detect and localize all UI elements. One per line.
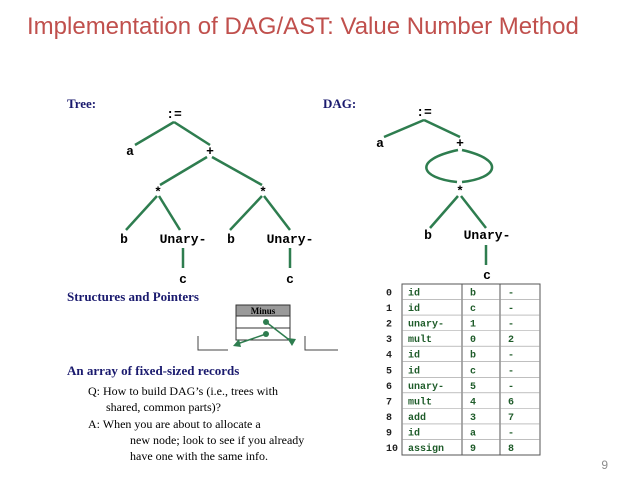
- table-cell-arg1: b: [470, 288, 476, 300]
- table-cell-index: 9: [386, 428, 392, 439]
- answer-line-3: have one with the same info.: [130, 449, 268, 463]
- structures-section: Structures and Pointers Minus: [67, 289, 338, 351]
- table-cell-arg2: -: [508, 428, 514, 439]
- tree-node-b-left: b: [120, 232, 128, 247]
- table-cell-index: 6: [386, 382, 392, 393]
- record-brackets: [197, 336, 338, 351]
- tree-node-c-right: c: [286, 272, 294, 287]
- pointer-arrows: [233, 321, 296, 347]
- dag-node-unary: Unary-: [464, 228, 511, 243]
- table-cell-op: unary-: [408, 320, 444, 331]
- tree-node-unary-left: Unary-: [160, 232, 207, 247]
- table-row: 2 unary- 1 -: [386, 314, 540, 331]
- tree-node-star-right: *: [259, 185, 267, 200]
- table-cell-arg1: 0: [470, 335, 476, 346]
- table-row: 4 id b -: [386, 345, 540, 362]
- dag-label: DAG:: [323, 96, 356, 111]
- table-cell-index: 10: [386, 444, 398, 455]
- table-cell-op: id: [408, 365, 420, 377]
- table-cell-arg2: 2: [508, 335, 514, 346]
- table-cell-index: 7: [386, 397, 392, 408]
- dag-node-plus: +: [456, 136, 464, 151]
- dag-root-node: :=: [416, 105, 432, 120]
- table-cell-op: mult: [408, 396, 432, 408]
- dag-node-a: a: [376, 136, 384, 151]
- array-section: An array of fixed-sized records Q: How t…: [67, 363, 304, 463]
- array-heading: An array of fixed-sized records: [67, 363, 239, 378]
- tree-root-node: :=: [166, 107, 182, 122]
- tree-node-unary-right: Unary-: [267, 232, 314, 247]
- table-row: 1 id c -: [386, 299, 540, 315]
- table-row: 0 id b -: [386, 288, 514, 300]
- table-row: 8 add 3 7: [386, 408, 540, 424]
- table-rows: 0 id b - 1 id c - 2 unary- 1 - 3 mult 0 2 4 id b - 5 id c - 6 una…: [386, 288, 540, 455]
- slide-title: Implementation of DAG/AST: Value Number …: [27, 13, 579, 40]
- tree-edges: [125, 120, 292, 268]
- table-cell-arg1: c: [470, 366, 476, 377]
- table-cell-op: id: [408, 303, 420, 315]
- table-row: 6 unary- 5 -: [386, 376, 540, 393]
- table-cell-op: add: [408, 412, 426, 424]
- table-cell-arg2: -: [508, 289, 514, 300]
- table-cell-arg2: -: [508, 320, 514, 331]
- answer-line-2: new node; look to see if you already: [130, 433, 304, 447]
- table-cell-arg1: b: [470, 350, 476, 362]
- record-box: Minus: [235, 304, 291, 341]
- table-row: 5 id c -: [386, 361, 540, 377]
- tree-node-a: a: [126, 144, 134, 159]
- table-cell-index: 4: [386, 351, 392, 362]
- value-number-table: 0 id b - 1 id c - 2 unary- 1 - 3 mult 0 2 4 id b - 5 id c - 6 una…: [386, 283, 541, 456]
- table-cell-index: 3: [386, 335, 392, 346]
- table-cell-arg1: c: [470, 304, 476, 315]
- table-cell-arg1: 5: [470, 382, 476, 393]
- table-cell-arg1: 3: [470, 413, 476, 424]
- table-cell-op: id: [408, 427, 420, 439]
- dag-node-b: b: [424, 228, 432, 243]
- table-row: 3 mult 0 2: [386, 330, 540, 346]
- table-row: 9 id a -: [386, 423, 540, 439]
- table-cell-index: 0: [386, 289, 392, 300]
- answer-line-1: A: When you are about to allocate a: [88, 417, 261, 431]
- dag-node-star: *: [456, 184, 464, 199]
- table-cell-arg2: 6: [508, 397, 514, 408]
- dag-node-c: c: [483, 268, 491, 283]
- dag-edges: [383, 118, 494, 265]
- table-cell-arg2: 8: [508, 444, 514, 455]
- table-grid: [401, 283, 541, 456]
- table-row: 10 assign 9 8: [386, 439, 540, 455]
- structures-heading: Structures and Pointers: [67, 289, 199, 304]
- table-cell-arg2: 7: [508, 413, 514, 424]
- question-line-1: Q: How to build DAG’s (i.e., trees with: [88, 384, 278, 398]
- table-row: 7 mult 4 6: [386, 392, 540, 408]
- table-cell-index: 8: [386, 413, 392, 424]
- table-cell-index: 5: [386, 366, 392, 377]
- table-cell-arg1: 9: [470, 444, 476, 455]
- tree-node-star-left: *: [154, 185, 162, 200]
- table-cell-index: 2: [386, 320, 392, 331]
- tree-label: Tree:: [67, 96, 96, 111]
- table-cell-arg2: -: [508, 382, 514, 393]
- table-cell-op: unary-: [408, 382, 444, 393]
- table-cell-arg1: 4: [470, 397, 476, 408]
- question-line-2: shared, common parts)?: [106, 400, 221, 414]
- table-cell-arg2: -: [508, 366, 514, 377]
- table-cell-index: 1: [386, 304, 392, 315]
- tree-node-c-left: c: [179, 272, 187, 287]
- tree-node-b-right: b: [227, 232, 235, 247]
- table-cell-arg2: -: [508, 351, 514, 362]
- tree-node-plus: +: [206, 144, 214, 159]
- table-cell-op: assign: [408, 443, 444, 455]
- page-number: 9: [601, 458, 608, 472]
- table-cell-op: mult: [408, 334, 432, 346]
- table-cell-arg1: 1: [470, 320, 476, 331]
- table-cell-arg1: a: [470, 428, 476, 439]
- dag-diagram: DAG: := a + * b Unary- c: [323, 96, 510, 283]
- table-cell-arg2: -: [508, 304, 514, 315]
- table-cell-op: id: [408, 288, 420, 300]
- record-label: Minus: [251, 306, 276, 316]
- tree-diagram: Tree: := a + * * b Unary- b Unary- c c: [67, 96, 313, 287]
- table-cell-op: id: [408, 350, 420, 362]
